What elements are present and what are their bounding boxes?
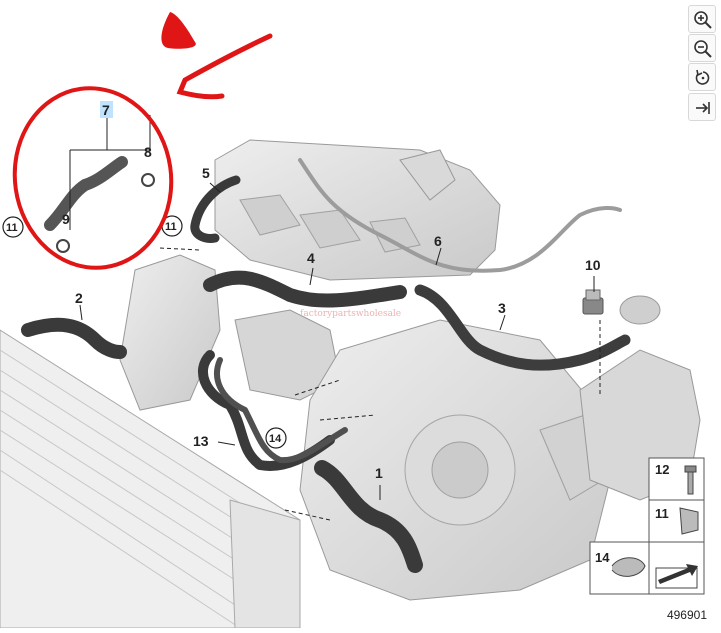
- sensor-part-10: [582, 289, 604, 315]
- callout-3[interactable]: 3: [498, 300, 506, 316]
- rotate-reset-icon: [695, 69, 710, 85]
- hardware-legend: 12 11 14: [589, 457, 705, 595]
- cylinder-head: [214, 139, 501, 281]
- hose-part-1: [314, 460, 423, 573]
- circled-callout-11-left[interactable]: 11: [2, 216, 24, 238]
- engine-block: [299, 319, 621, 601]
- figure-number: 496901: [666, 608, 707, 622]
- legend-14[interactable]: 14: [595, 550, 610, 565]
- red-triangle-mark: [161, 12, 196, 49]
- pipe-part-6: [298, 158, 622, 273]
- clip-icon: [679, 507, 699, 535]
- hose-part-13b: [214, 357, 348, 464]
- hose-part-7: [44, 156, 128, 231]
- thermostat-housing: [119, 254, 341, 411]
- callout-6[interactable]: 6: [434, 233, 442, 249]
- callout-7[interactable]: 7: [102, 102, 110, 118]
- zoom-out-button[interactable]: [688, 34, 716, 62]
- zoom-in-button[interactable]: [688, 5, 716, 33]
- red-annotation: [12, 12, 273, 270]
- circled-callout-11[interactable]: 11: [161, 215, 183, 237]
- callout-11-left: 11: [6, 222, 18, 234]
- watermark-text: factorypartswholesale: [300, 309, 401, 319]
- clamp-8: [141, 173, 155, 187]
- direction-arrow-icon: [655, 564, 698, 589]
- red-arrow-mark: [176, 33, 273, 100]
- circled-callout-14[interactable]: 14: [265, 427, 287, 449]
- legend-11[interactable]: 11: [655, 506, 669, 521]
- fit-button[interactable]: [688, 93, 716, 121]
- callout-14: 14: [269, 433, 282, 445]
- radiator: [0, 329, 301, 629]
- callout-9[interactable]: 9: [62, 211, 70, 227]
- callout-8[interactable]: 8: [144, 144, 152, 160]
- callout-4[interactable]: 4: [307, 250, 315, 266]
- callout-2[interactable]: 2: [75, 290, 83, 306]
- callout-10[interactable]: 10: [585, 257, 601, 273]
- hose-part-3: [414, 284, 631, 371]
- hose-part-5: [190, 175, 241, 243]
- zoom-in-icon: [694, 11, 712, 29]
- callout-11: 11: [165, 221, 177, 233]
- red-circle-mark: [12, 86, 174, 270]
- zoom-out-icon: [694, 40, 712, 58]
- legend-12[interactable]: 12: [655, 462, 669, 477]
- clamp-9: [56, 239, 70, 253]
- reset-button[interactable]: [688, 63, 716, 91]
- fit-arrow-icon: [696, 102, 710, 114]
- bolt-icon: [684, 465, 697, 495]
- hose-part-4: [203, 270, 407, 308]
- callout-5[interactable]: 5: [202, 165, 210, 181]
- callout-13[interactable]: 13: [193, 433, 209, 449]
- hose-part-2: [21, 317, 127, 359]
- clamp-icon: [611, 557, 646, 577]
- callout-1[interactable]: 1: [375, 465, 383, 481]
